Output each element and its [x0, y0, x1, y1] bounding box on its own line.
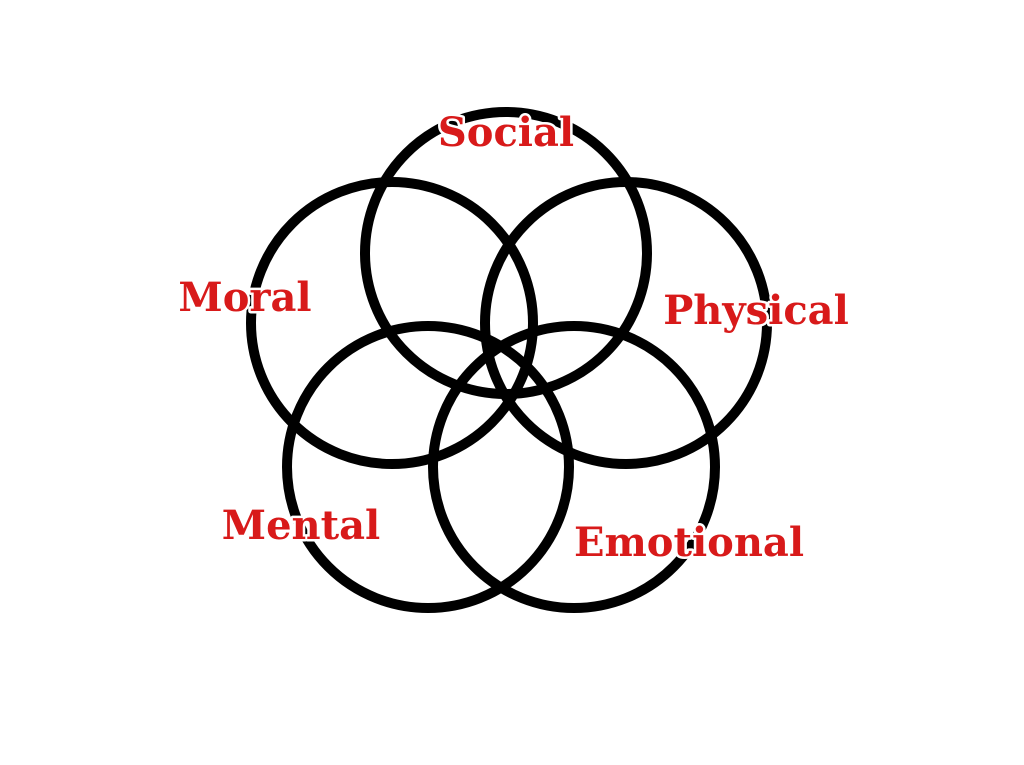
label-mental: Mental — [222, 502, 380, 549]
ring-emotional — [428, 321, 720, 613]
label-social: Social — [438, 109, 574, 156]
label-moral: Moral — [178, 274, 311, 321]
label-emotional: Emotional — [574, 519, 804, 566]
ring-physical — [480, 177, 772, 469]
label-physical: Physical — [663, 287, 849, 334]
ring-moral — [246, 177, 538, 469]
ring-mental — [282, 321, 574, 613]
